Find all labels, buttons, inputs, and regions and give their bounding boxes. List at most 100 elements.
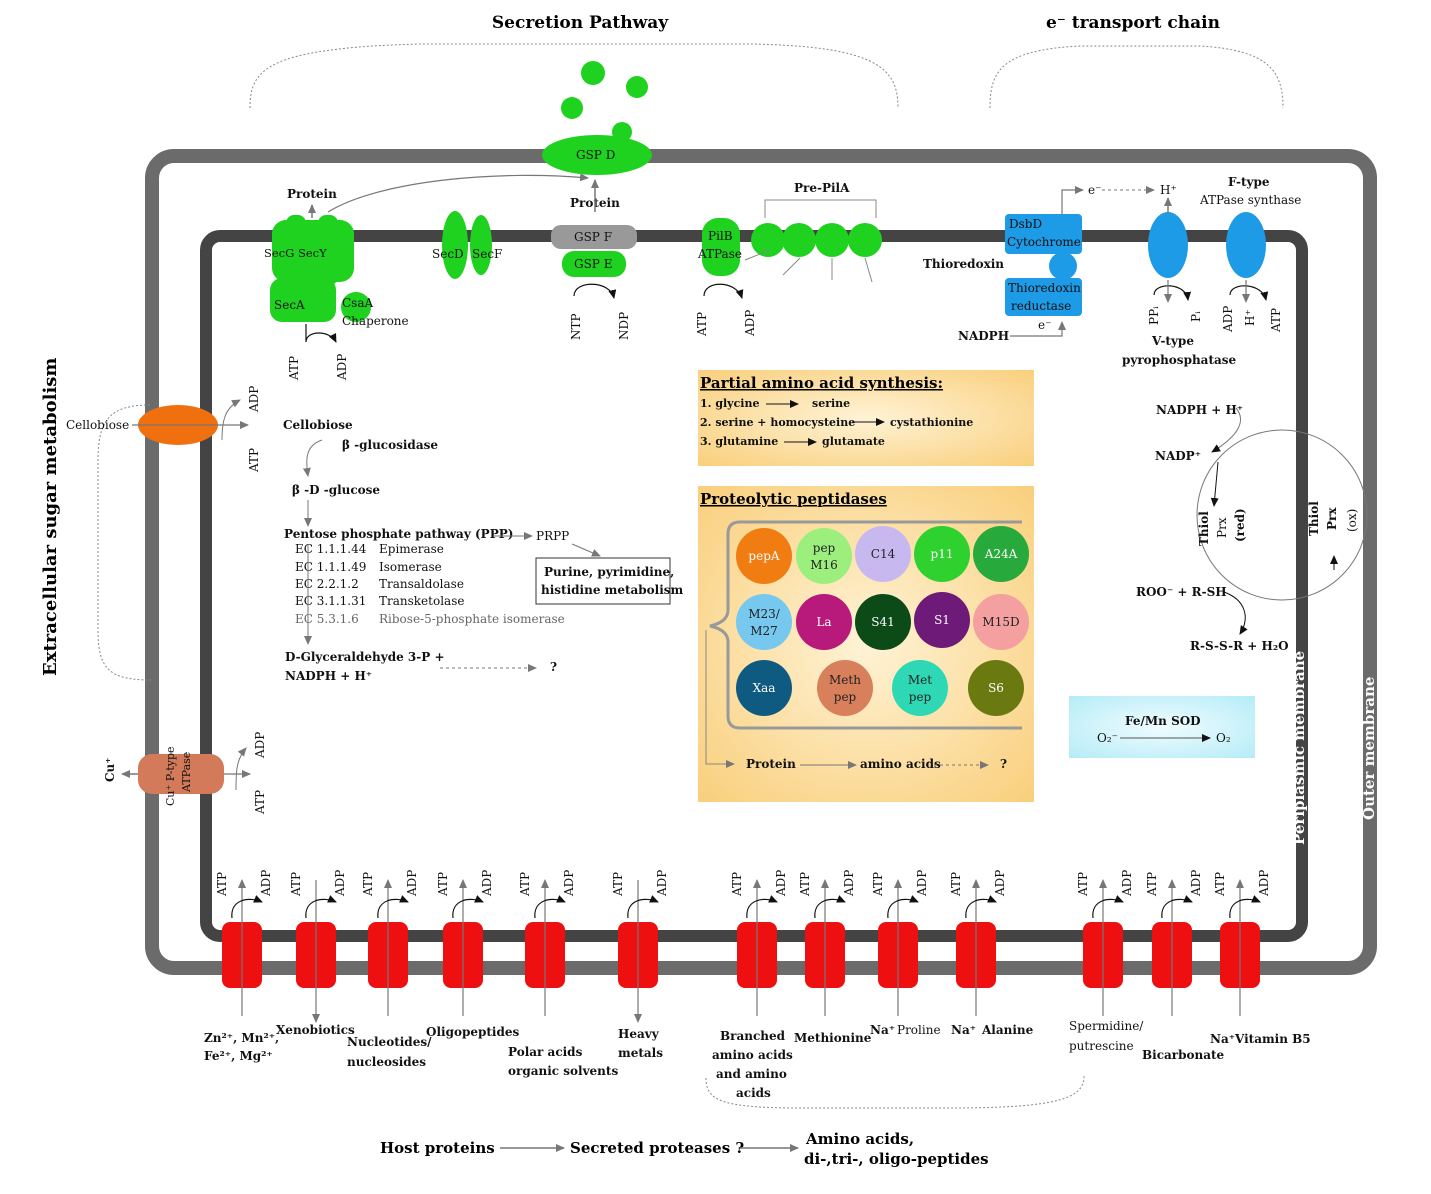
transporter-labels: Zn²⁺, Mn²⁺, Fe²⁺, Mg²⁺ Xenobiotics Nucle… [204,1019,1311,1100]
secf [470,215,492,275]
peptidase-label: C14 [871,547,896,561]
pep-protein-label: Protein [746,757,796,771]
transporter-label: Zn²⁺, Mn²⁺, [204,1031,279,1045]
peptidase-label: S1 [934,613,950,627]
adp-label: ADP [259,870,273,897]
reductase-label: reductase [1011,299,1071,313]
ec-name: Transaldolase [379,577,464,591]
cellobiose-atp: ATP [247,448,261,473]
peptidase-circle: A24A [973,526,1029,582]
transporter-label: Polar acids [508,1045,583,1059]
transporter-label: Alanine [981,1023,1034,1037]
outer-membrane-label: Outer membrane [1360,677,1378,820]
purine-label-2: histidine metabolism [541,583,684,597]
secreted-proteases-label: Secreted proteases ? [570,1139,744,1157]
vtype-pi: Pᵢ [1189,311,1203,322]
dglyc-label-2: NADPH + H⁺ [285,669,372,683]
atp-label: ATP [436,872,450,897]
csaa [341,292,371,322]
transporter-label: amino acids [712,1048,793,1062]
peptidase-circle: pepA [736,528,792,584]
adp-label: ADP [333,870,347,897]
host-proteins-row: Host proteins Secreted proteases ? Amino… [380,1075,1085,1168]
aa-synthesis-box: Partial amino acid synthesis: 1. glycine… [698,370,1034,466]
peptidase-circle: C14 [855,526,911,582]
peptidase-circle: S6 [968,660,1024,716]
adp-label: ADP [774,870,788,897]
gsp-ndp: NDP [617,312,631,340]
secd-label: SecD [432,247,464,261]
peptidase-circle: Meth pep [817,660,873,716]
ec-code: EC 5.3.1.6 [295,612,359,626]
ec-name: Ribose-5-phosphate isomerase [379,612,565,626]
csaa-label: CsaA [342,296,373,310]
adp-label: ADP [993,870,1007,897]
seca-adp: ADP [335,354,349,381]
peptidase-label: A24A [984,547,1018,561]
ec-code: EC 1.1.1.44 [295,542,367,556]
thiol-nadp: NADP⁺ [1155,449,1201,463]
peptidase-label: S6 [988,681,1004,695]
peptidase-label: pep [834,690,857,704]
sod-o2-superoxide: O₂⁻ [1097,731,1118,745]
peptidase-label: Meth [829,673,861,687]
transporter-label: Proline [897,1023,941,1037]
periplasmic-membrane-label: Periplasmic membrane [1290,651,1308,845]
thiol-rssr: R-S-S-R + H₂O [1190,639,1289,653]
transporter-label: Na⁺ [1210,1032,1235,1046]
thiol-red-2: Prx [1215,517,1229,538]
ec-code: EC 2.2.1.2 [295,577,359,591]
adp-label: ADP [915,870,929,897]
adp-label: ADP [655,870,669,897]
thioredoxin-blob [1049,252,1077,280]
transporter-label: Nucleotides/ [347,1035,432,1049]
cellobiose-out-label: Cellobiose [66,418,129,432]
aa-row-product: serine [812,397,850,410]
etc-nadph: NADPH [958,329,1009,343]
sod-title: Fe/Mn SOD [1125,714,1201,728]
thiol-ox-1: Thiol [1307,501,1321,536]
pyrophosphatase-label: pyrophosphatase [1122,353,1237,367]
etc-title: e⁻ transport chain [1046,13,1220,33]
cu-atp: ATP [253,790,267,815]
transporter-label: Vitamin B5 [1234,1032,1311,1046]
peptidase-circle: S1 [914,592,970,648]
gsp-d [542,135,652,175]
pep-amino-acids-label: amino acids [860,757,941,771]
aa-row-product: glutamate [822,435,885,448]
transporter-label: Bicarbonate [1142,1048,1225,1062]
thioredoxin-label: Thioredoxin [923,257,1004,271]
thiol-red-3: (red) [1233,508,1247,542]
transporter-label: Spermidine/ [1069,1019,1144,1033]
peptidase-label: M27 [750,624,778,638]
thiol-red-1: Thiol [1197,511,1211,546]
pilb-atpase [702,218,740,276]
pilb-atp: ATP [695,312,709,337]
thiol-cycle: NADPH + H⁺ NADP⁺ Thiol Prx (red) Thiol P… [1136,403,1368,653]
sugar-pathway: Cellobiose β -glucosidase β -D -glucose … [283,418,684,683]
ppp-label: Pentose phosphate pathway (PPP) [284,527,513,541]
pilb-label: PilB [708,229,733,243]
secd [442,211,468,279]
atp-label: ATP [949,872,963,897]
cu-ptype-label: Cu⁺ P-type [164,746,177,806]
transporter-label: Methionine [794,1031,872,1045]
v-type-pyrophosphatase [1148,212,1188,278]
transporter-label: Heavy [618,1027,660,1041]
secf-label: SecF [472,247,502,261]
peptidase-circle: S41 [855,594,911,650]
adp-label: ADP [562,870,576,897]
gsp-f-label: GSP F [574,230,612,244]
atp-label: ATP [1145,872,1159,897]
dsbd-cytochrome [1005,214,1082,254]
ec-name: Isomerase [379,560,442,574]
adp-label: ADP [1120,870,1134,897]
